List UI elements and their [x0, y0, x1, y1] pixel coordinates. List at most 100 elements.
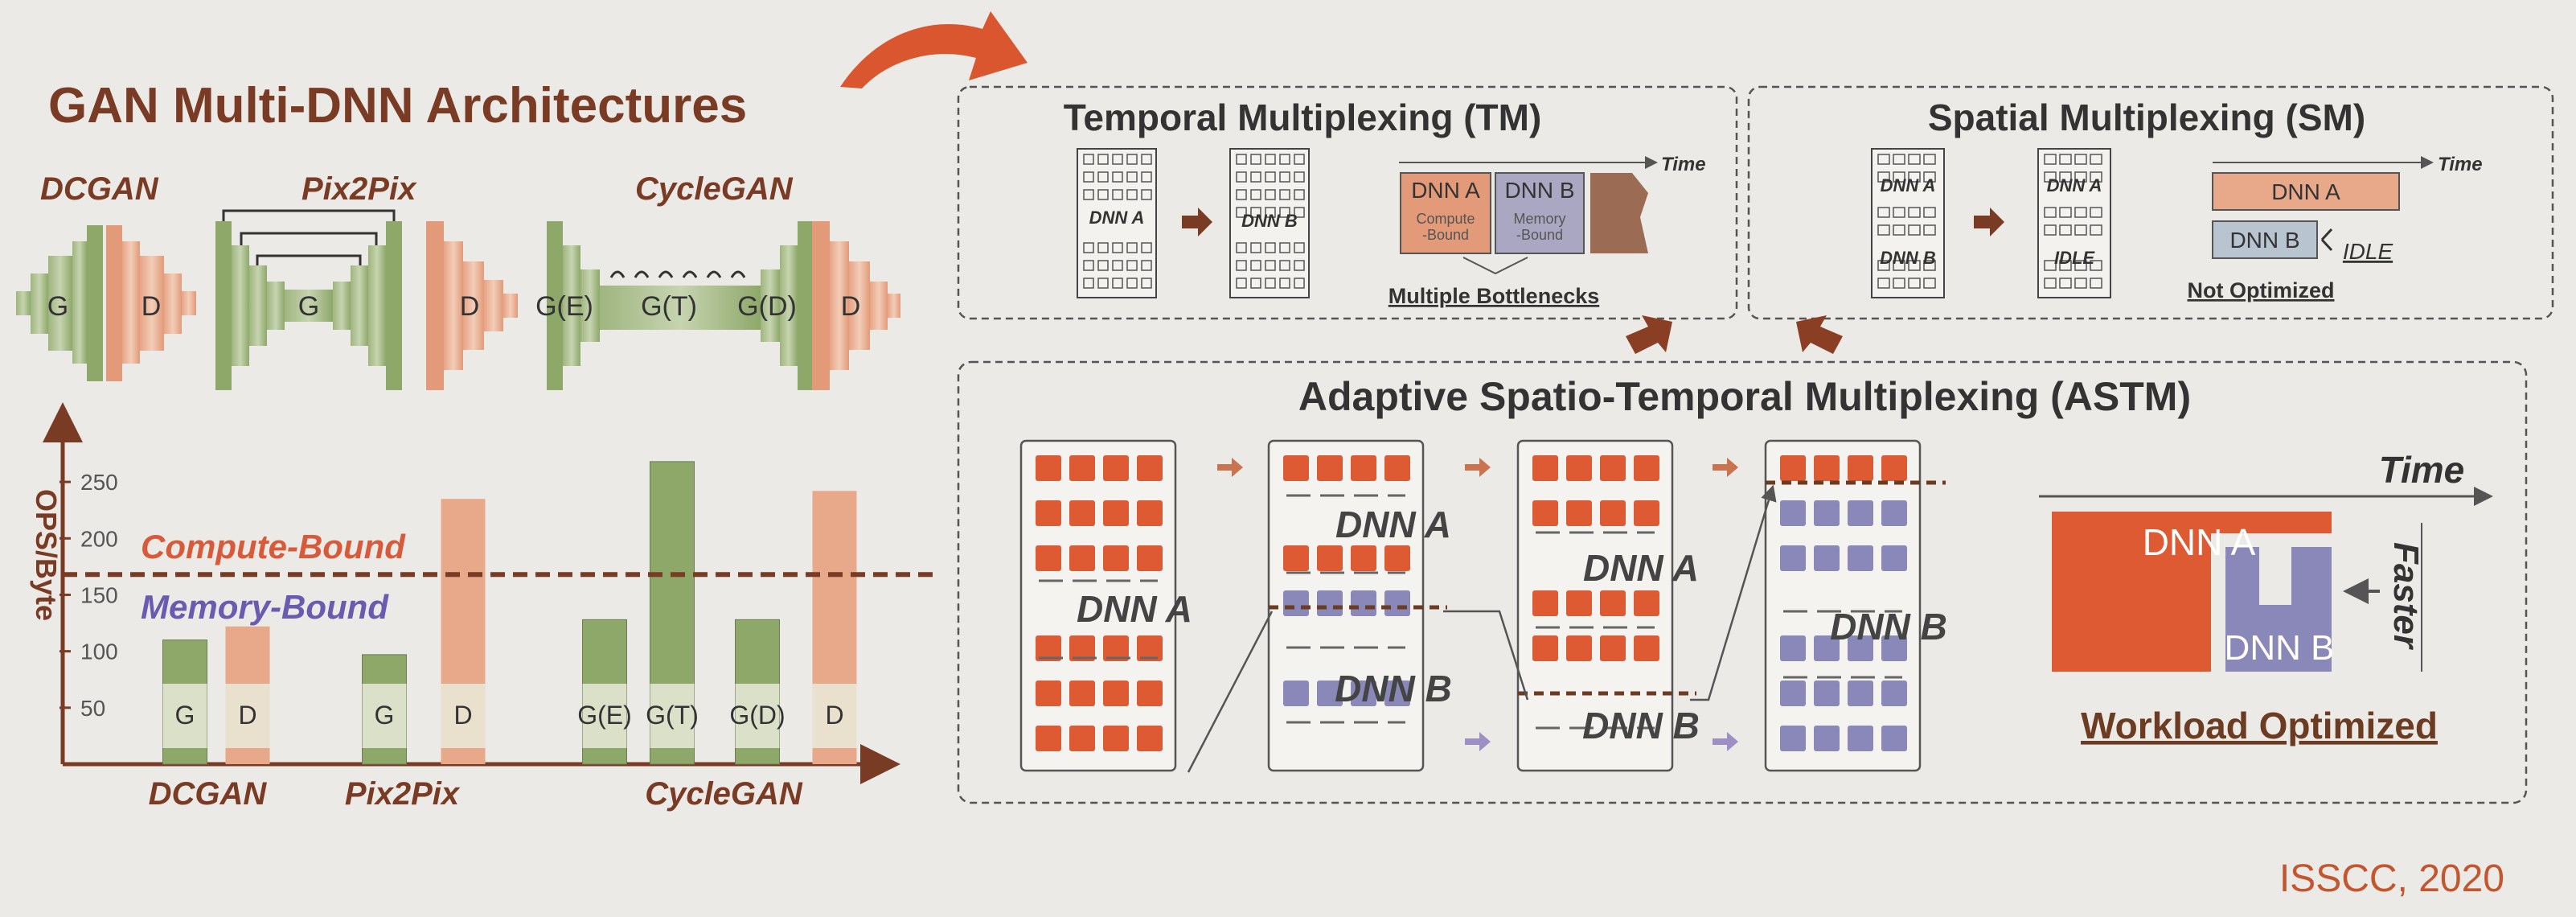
astm-pe-cell	[1103, 500, 1129, 526]
chart-bar-label: G(E)	[577, 701, 632, 730]
chart-bar-label-bg	[735, 684, 780, 748]
dcgan-d-label: D	[142, 291, 162, 322]
chart-y-label: OPS/Byte	[30, 489, 63, 621]
pe-cell	[1279, 171, 1290, 183]
astm-pe-cell	[1881, 455, 1907, 481]
pe-cell	[1265, 189, 1276, 200]
curved-arrow-icon	[840, 11, 1028, 88]
astm-dnn-a-region	[2052, 512, 2332, 672]
tm-dnn-b-label: DNN B	[1241, 211, 1298, 231]
tm-to-astm-arrow-icon	[1626, 315, 1672, 354]
pe-cell	[1112, 171, 1123, 183]
astm-pe-cell	[1881, 726, 1907, 751]
astm-pe-cell	[1137, 726, 1163, 751]
chart-bar-label: D	[825, 701, 843, 730]
astm-time-label: Time	[2379, 449, 2465, 491]
pe-cell	[1112, 260, 1123, 271]
astm-pe-cell	[1634, 590, 1659, 616]
chart-bar-label-bg	[162, 684, 207, 748]
pe-cell	[2059, 154, 2072, 165]
pe-cell	[1279, 242, 1290, 253]
astm-pe-cell	[1848, 681, 1873, 706]
chart-bar-label-bg	[441, 684, 486, 748]
pe-cell	[1083, 154, 1094, 165]
pe-cell	[1893, 224, 1905, 236]
pe-cell	[1265, 260, 1276, 271]
pe-cell	[1141, 278, 1152, 289]
pe-cell	[1126, 154, 1138, 165]
pe-cell	[1236, 242, 1247, 253]
astm-pe-cell	[1814, 455, 1840, 481]
tm-title: Temporal Multiplexing (TM)	[1064, 97, 1542, 138]
pe-cell	[2044, 207, 2057, 218]
chart-bar-label-bg	[225, 684, 270, 748]
astm-pe-cell	[1069, 500, 1095, 526]
astm-pe-cell	[1036, 500, 1061, 526]
astm-pe-cell	[1317, 545, 1343, 571]
tm-step-arrow-icon	[1182, 208, 1212, 236]
tm-dnn-b-block-label: DNN B	[1504, 178, 1574, 203]
tm-panel	[957, 85, 1738, 320]
astm-pe-cell	[1780, 455, 1806, 481]
astm-pe-cell	[1848, 635, 1873, 661]
chart-bar-label: G	[375, 701, 395, 730]
pe-cell	[1141, 242, 1152, 253]
pe-cell	[1083, 171, 1094, 183]
astm-arrow-3-icon	[1713, 458, 1738, 477]
astm-transition-lines	[1187, 487, 1773, 773]
astm-pe-cell	[1881, 681, 1907, 706]
pe-cell	[1877, 278, 1890, 289]
pe-cell	[2044, 224, 2057, 236]
pe-cell	[1923, 224, 1936, 236]
astm-pe-cell	[1881, 545, 1907, 571]
astm-pe-cell	[1634, 455, 1659, 481]
tm-dnn-b-block	[1495, 172, 1585, 254]
pe-cell	[1294, 242, 1305, 253]
pe-cell	[1126, 242, 1138, 253]
pe-cell	[1877, 171, 1890, 183]
pe-cell	[1141, 189, 1152, 200]
chart-bar-label: G(D)	[729, 701, 785, 730]
cyclegan-gt-label: G(T)	[641, 291, 697, 322]
pe-cell	[2059, 171, 2072, 183]
pe-cell	[2044, 260, 2057, 271]
astm-pe-cell	[1137, 455, 1163, 481]
astm-chip1-dnn-a-label: DNN A	[1077, 588, 1192, 630]
pe-cell	[1097, 189, 1109, 200]
pe-cell	[2059, 224, 2072, 236]
pe-cell	[1236, 171, 1247, 183]
astm-pe-cell	[1814, 681, 1840, 706]
astm-pe-cell	[1351, 681, 1376, 706]
astm-pe-cell	[1137, 545, 1163, 571]
astm-pe-cell	[1848, 500, 1873, 526]
pe-cell	[2044, 278, 2057, 289]
sm-dnn-a-block-label: DNN A	[2271, 179, 2340, 204]
cyclegan-gd-label: G(D)	[737, 291, 797, 322]
astm-panel	[957, 360, 2528, 804]
astm-pe-cell	[1036, 545, 1061, 571]
astm-pe-cell	[1351, 455, 1376, 481]
pe-cell	[1250, 260, 1261, 271]
pe-cell	[1097, 260, 1109, 271]
pix2pix-d-label: D	[460, 291, 480, 322]
chart-compute-bound-label: Compute-Bound	[141, 528, 406, 565]
left-title: GAN Multi-DNN Architectures	[48, 78, 747, 134]
pe-cell	[1112, 278, 1123, 289]
sm-hardware-b	[2037, 148, 2111, 298]
pe-cell	[1877, 260, 1890, 271]
astm-pe-cell	[1532, 635, 1558, 661]
pe-cell	[1279, 189, 1290, 200]
astm-pe-cell	[1814, 635, 1840, 661]
astm-arrow-2-icon	[1465, 458, 1491, 477]
pe-cell	[1112, 154, 1123, 165]
pe-cell	[2090, 278, 2102, 289]
tm-next-block	[1590, 173, 1648, 253]
cyclegan-ge-label: G(E)	[535, 291, 593, 322]
pe-cell	[1294, 189, 1305, 200]
pe-cell	[1112, 242, 1123, 253]
pe-cell	[1250, 154, 1261, 165]
pe-cell	[1893, 171, 1905, 183]
pe-cell	[1141, 171, 1152, 183]
pe-cell	[1141, 154, 1152, 165]
astm-pe-cell	[1283, 455, 1309, 481]
